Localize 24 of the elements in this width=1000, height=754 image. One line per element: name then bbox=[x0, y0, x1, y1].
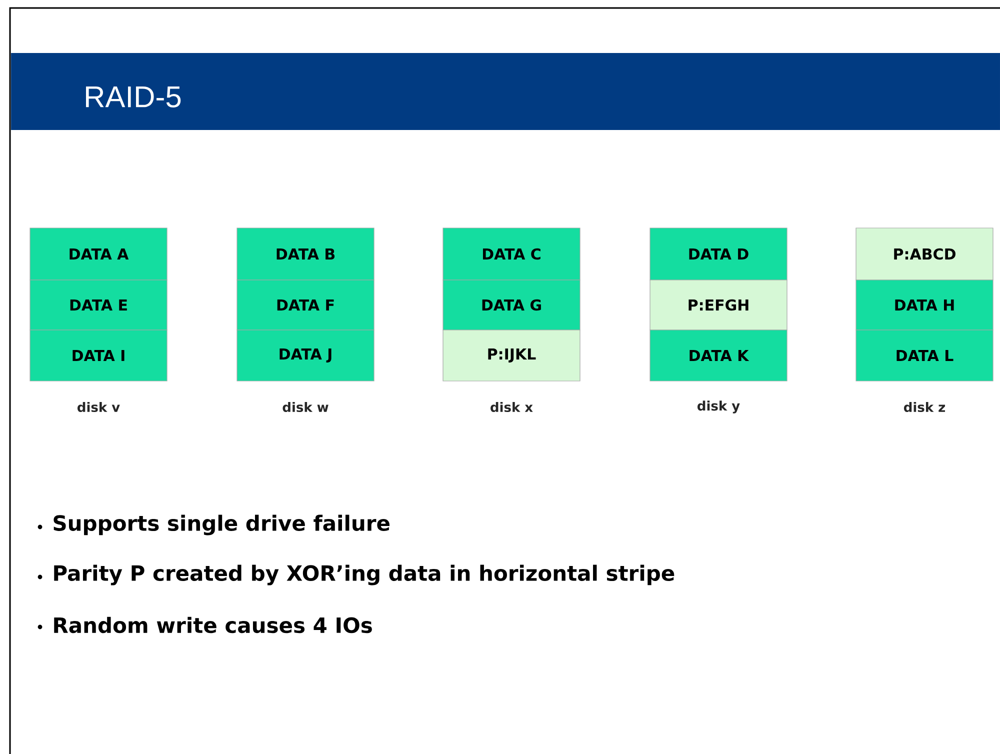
data-block: DATA K bbox=[650, 330, 788, 382]
header-band: RAID-5 bbox=[11, 53, 1000, 130]
data-block: DATA A bbox=[30, 228, 168, 280]
bullet-text: Parity P created by XOR’ing data in horizontal stripe bbox=[54, 564, 674, 586]
disk-label: disk z bbox=[904, 402, 945, 412]
data-block: DATA L bbox=[856, 330, 994, 382]
data-block: DATA F bbox=[236, 280, 374, 330]
data-block: DATA I bbox=[30, 330, 168, 382]
bullet-text: Supports single drive failure bbox=[54, 514, 390, 536]
disk-label: disk w bbox=[282, 402, 328, 412]
disk-label: disk v bbox=[78, 402, 120, 412]
data-block: DATA G bbox=[442, 280, 580, 330]
parity-block: P:IJKL bbox=[442, 330, 580, 382]
bullet-text: Random write causes 4 IOs bbox=[54, 616, 372, 634]
parity-block: P:EFGH bbox=[650, 280, 788, 330]
data-block: DATA D bbox=[650, 228, 788, 280]
data-block: DATA J bbox=[236, 330, 374, 382]
parity-block: P:ABCD bbox=[856, 228, 994, 280]
data-block: DATA B bbox=[236, 228, 374, 280]
disk-label: disk y bbox=[698, 400, 740, 414]
data-block: DATA H bbox=[856, 280, 994, 330]
data-block: DATA E bbox=[30, 280, 168, 330]
disk-label: disk x bbox=[490, 402, 533, 412]
data-block: DATA C bbox=[442, 228, 580, 280]
